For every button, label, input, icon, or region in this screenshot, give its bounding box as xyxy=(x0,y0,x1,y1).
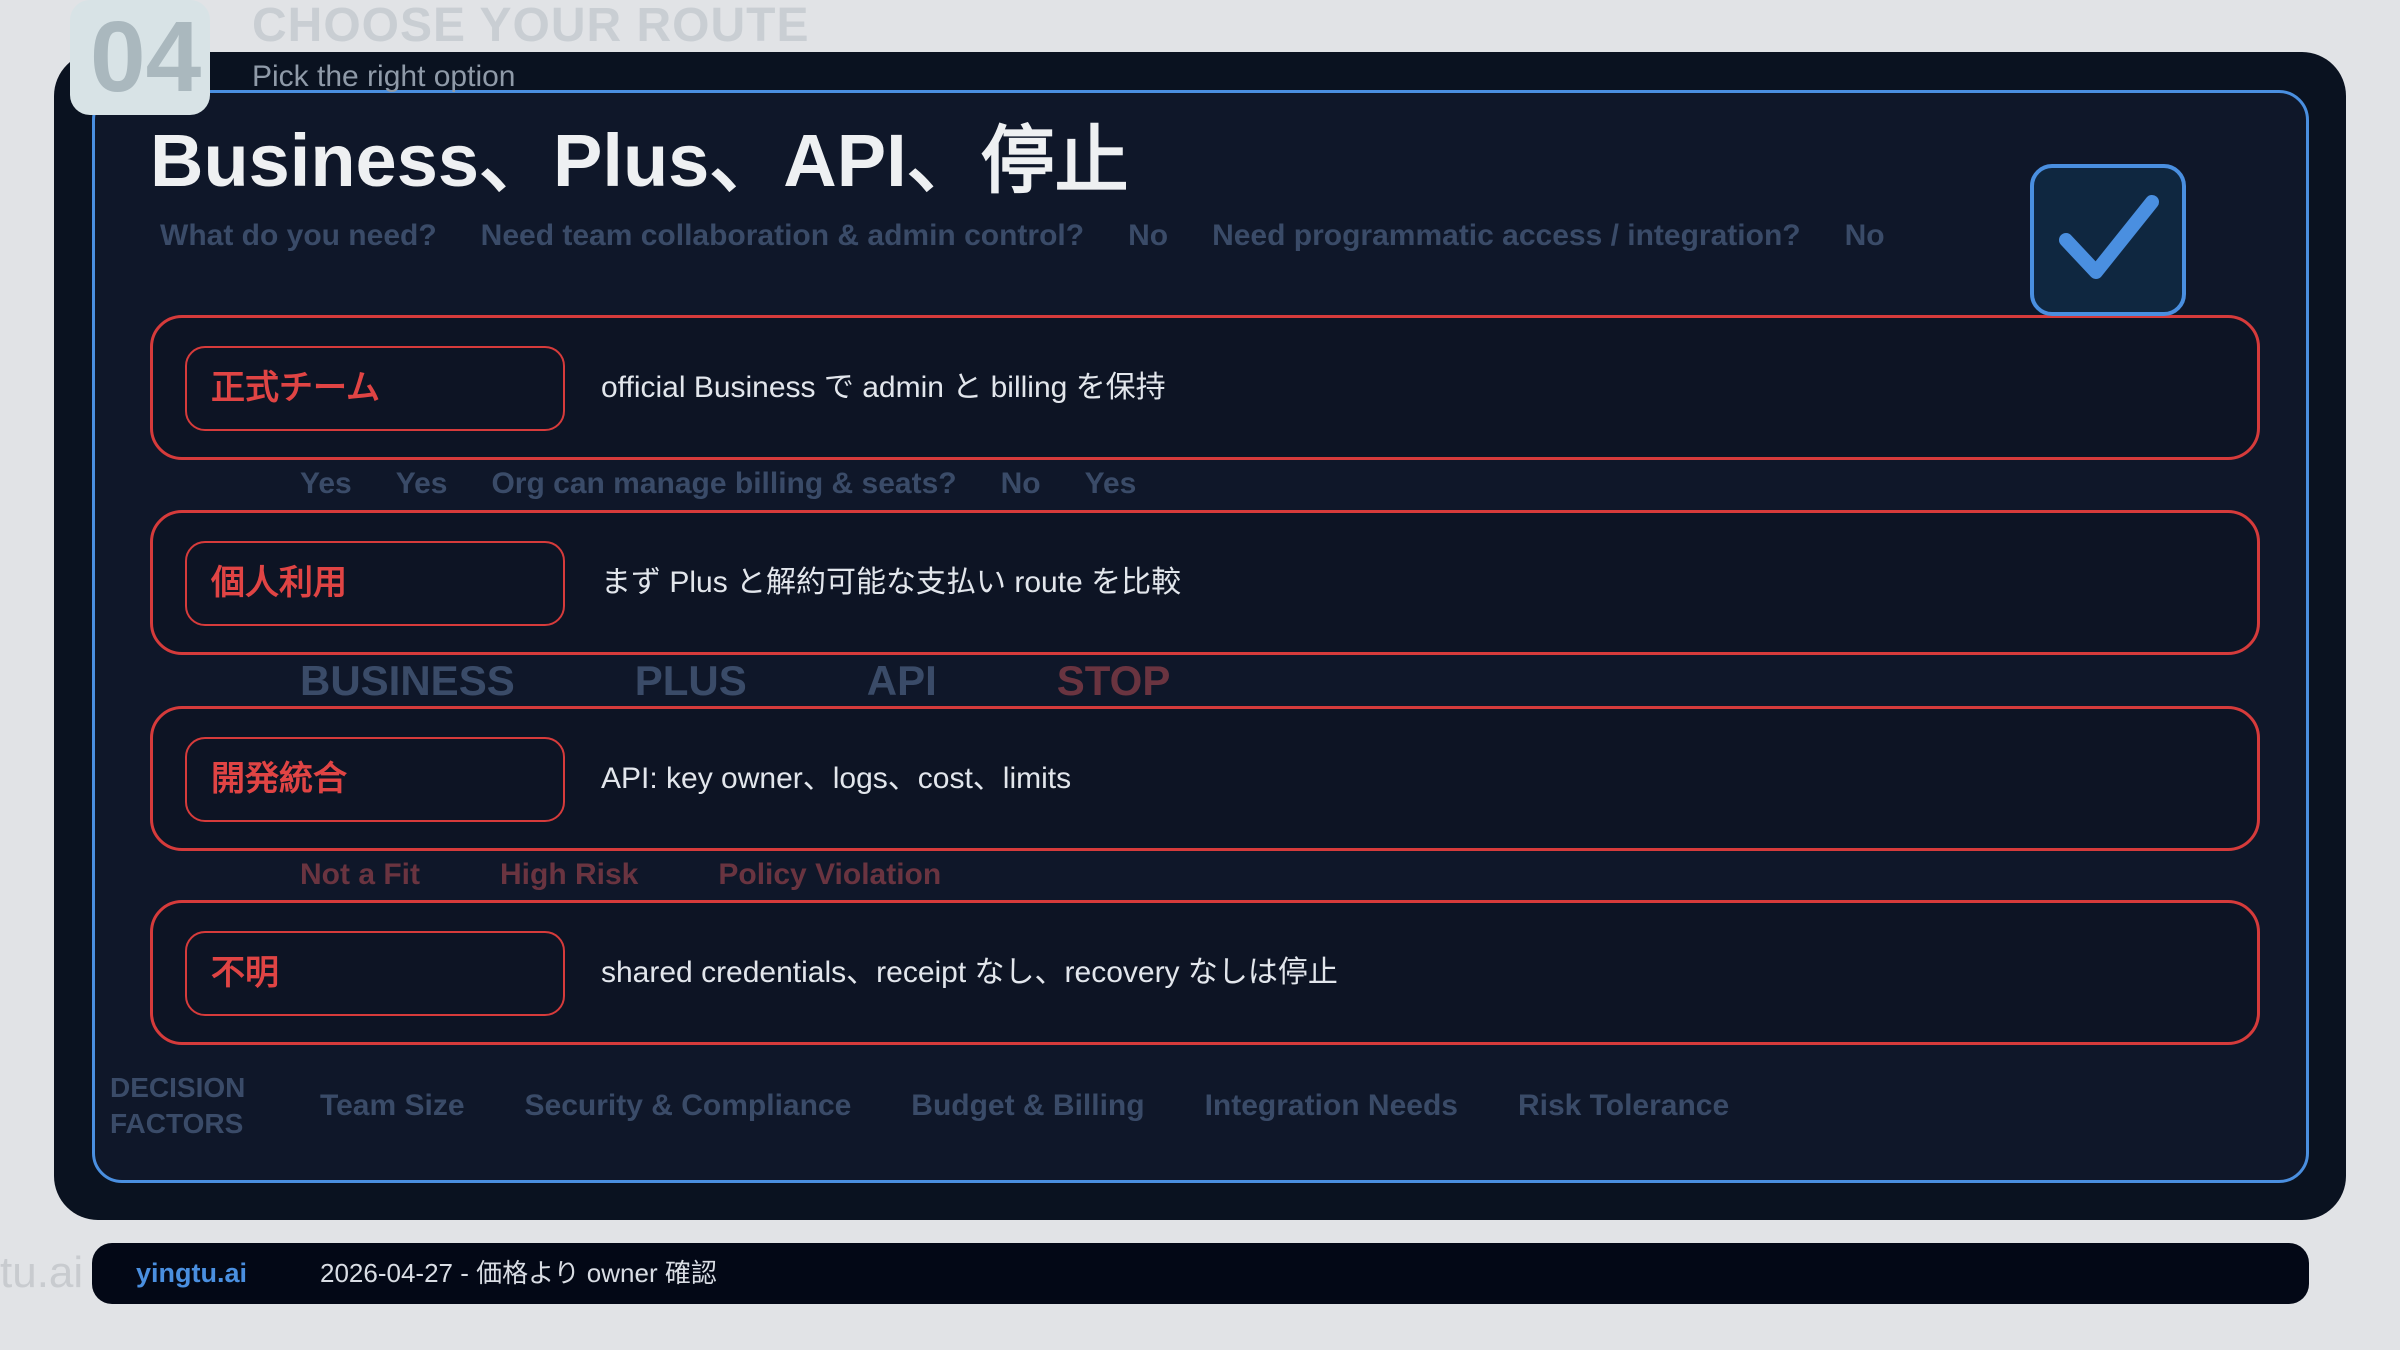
route-description: まず Plus と解約可能な支払い route を比較 xyxy=(601,566,1182,599)
flow-q1: Need team collaboration & admin control? xyxy=(480,219,1085,252)
route-plus: PLUS xyxy=(634,657,747,704)
route-tag: 不明 xyxy=(185,931,565,1016)
flow-no2: No xyxy=(1844,219,1885,252)
flow-no1: No xyxy=(1128,219,1169,252)
footer-note: 2026-04-27 - 価格より owner 確認 xyxy=(320,1258,717,1288)
factor-integration: Integration Needs xyxy=(1204,1089,1458,1122)
route-business: BUSINESS xyxy=(300,657,515,704)
flow-yes1: Yes xyxy=(300,467,352,500)
route-stop: STOP xyxy=(1056,657,1171,704)
route-description: official Business で admin と billing を保持 xyxy=(601,371,1166,404)
factor-security: Security & Compliance xyxy=(524,1089,852,1122)
route-row: 個人利用 まず Plus と解約可能な支払い route を比較 xyxy=(150,510,2260,655)
footer-bar: yingtu.ai 2026-04-27 - 価格より owner 確認 xyxy=(92,1243,2309,1304)
decision-factors-band: DECISION FACTORS Team Size Security & Co… xyxy=(110,1070,2290,1142)
background-title: CHOOSE YOUR ROUTE xyxy=(252,0,810,52)
factor-risk: Risk Tolerance xyxy=(1517,1089,1730,1122)
flow-no3: No xyxy=(1000,467,1041,500)
flow-gap-band-2: BUSINESS PLUS API STOP xyxy=(300,658,2200,704)
factors-label: DECISION FACTORS xyxy=(110,1072,246,1139)
route-tag: 個人利用 xyxy=(185,541,565,626)
checkbox[interactable] xyxy=(2030,164,2186,316)
checkmark-icon xyxy=(2059,195,2159,279)
stop-reason-3: Policy Violation xyxy=(718,858,942,891)
brand-link[interactable]: yingtu.ai xyxy=(136,1258,248,1288)
route-row: 不明 shared credentials、receipt なし、recovery… xyxy=(150,900,2260,1045)
stop-reason-1: Not a Fit xyxy=(300,858,420,891)
flow-top-band: What do you need? Need team collaboratio… xyxy=(160,216,2000,256)
flow-q2: Need programmatic access / integration? xyxy=(1212,219,1801,252)
watermark: tu.ai xyxy=(0,1248,84,1297)
flow-gap-band-1: Yes Yes Org can manage billing & seats? … xyxy=(300,464,2200,504)
route-row: 開発統合 API: key owner、logs、cost、limits xyxy=(150,706,2260,851)
route-tag: 開発統合 xyxy=(185,737,565,822)
route-row: 正式チーム official Business で admin と billing… xyxy=(150,315,2260,460)
route-tag: 正式チーム xyxy=(185,346,565,431)
factor-budget: Budget & Billing xyxy=(911,1089,1145,1122)
flow-yes3: Yes xyxy=(1084,467,1137,500)
stop-reason-2: High Risk xyxy=(500,858,639,891)
factor-team-size: Team Size xyxy=(320,1089,465,1122)
flow-yes2: Yes xyxy=(395,467,448,500)
page-title: Business、Plus、API、停止 xyxy=(150,119,1129,202)
flow-start: What do you need? xyxy=(160,219,437,252)
route-description: shared credentials、receipt なし、recovery な… xyxy=(601,956,1338,989)
flow-q3: Org can manage billing & seats? xyxy=(491,467,957,500)
flow-gap-band-3: Not a Fit High Risk Policy Violation xyxy=(300,855,2200,895)
background-subtitle: Pick the right option xyxy=(252,60,516,93)
route-api: API xyxy=(866,657,937,704)
section-number: 04 xyxy=(70,0,210,115)
route-description: API: key owner、logs、cost、limits xyxy=(601,762,1072,795)
